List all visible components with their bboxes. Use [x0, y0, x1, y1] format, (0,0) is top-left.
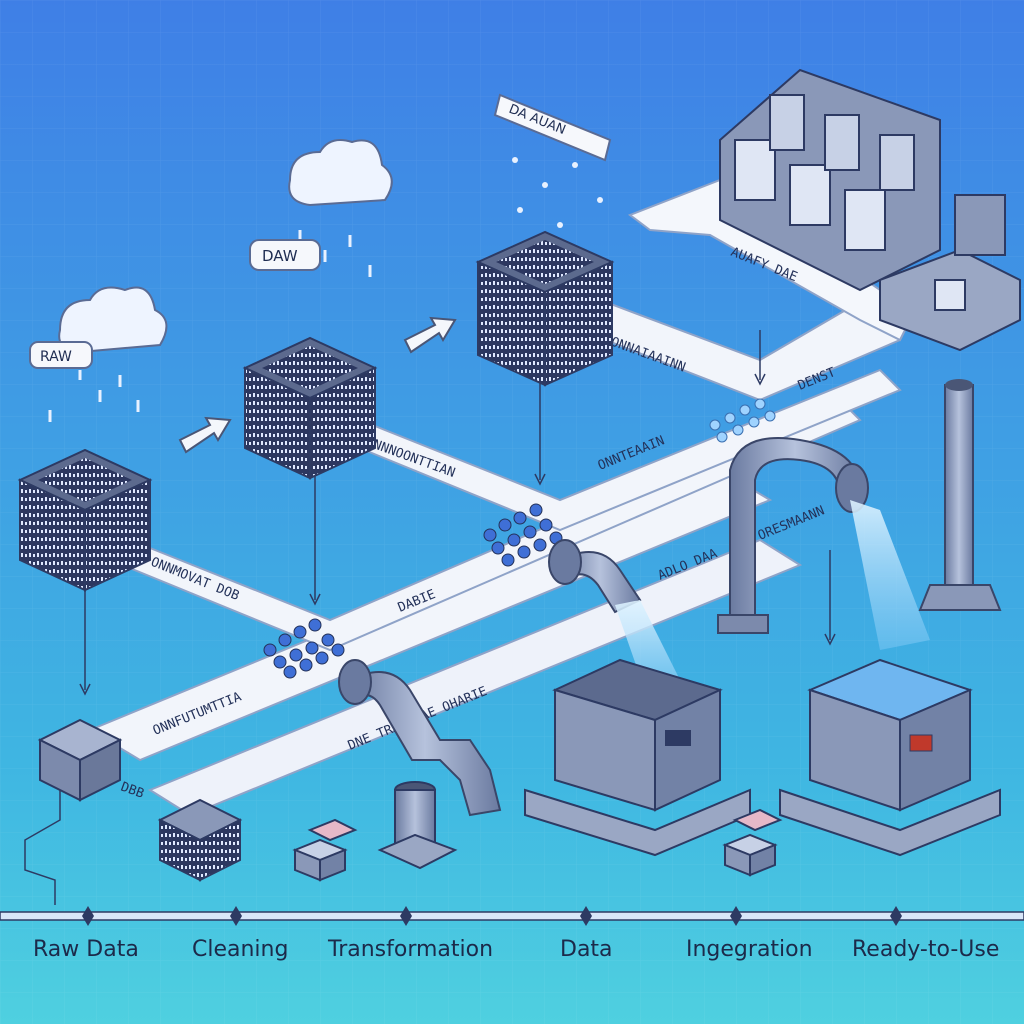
data-cube-small [157, 798, 243, 882]
arrow-right-2 [403, 316, 457, 354]
standpipe [918, 379, 1002, 611]
timeline-stage-integration: Ingegration [686, 937, 813, 962]
data-cluster-light [709, 398, 776, 443]
stacked-boxes-left [292, 818, 358, 882]
timeline-stage-raw-data: Raw Data [33, 937, 139, 962]
arrow-group [178, 316, 457, 454]
pipe-arch [717, 437, 930, 650]
sign-raw-middle-text: DAW [262, 247, 298, 265]
tank-integration [524, 658, 751, 857]
side-machine [879, 194, 1021, 352]
timeline: Raw Data Cleaning Transformation Data In… [0, 906, 1024, 962]
data-clusters [263, 503, 563, 679]
timeline-bar [0, 911, 1024, 921]
sign-raw-middle: DAW [249, 239, 321, 271]
data-cube-tiny [37, 718, 123, 802]
cloud-middle [288, 139, 393, 277]
timeline-markers [82, 906, 902, 926]
timeline-stage-data: Data [560, 937, 613, 962]
pipe-lower [338, 659, 502, 817]
data-cube-transform [475, 230, 615, 387]
raindrops-top [512, 157, 603, 228]
timeline-stage-ready-to-use: Ready-to-Use [852, 937, 999, 962]
timeline-stage-cleaning: Cleaning [192, 937, 288, 962]
data-cube-cleaning [242, 336, 378, 480]
guide-lines [24, 330, 836, 905]
stacked-boxes-right [722, 808, 783, 877]
sign-raw-left: RAW [29, 341, 93, 369]
timeline-stage-transformation: Transformation [327, 937, 493, 962]
arrow-right-1 [178, 416, 232, 454]
sign-raw-left-text: RAW [40, 349, 72, 365]
filter-cylinder [377, 781, 458, 870]
server-racks [719, 68, 941, 292]
tank-ready [779, 658, 1001, 857]
data-cube-raw [17, 448, 153, 592]
